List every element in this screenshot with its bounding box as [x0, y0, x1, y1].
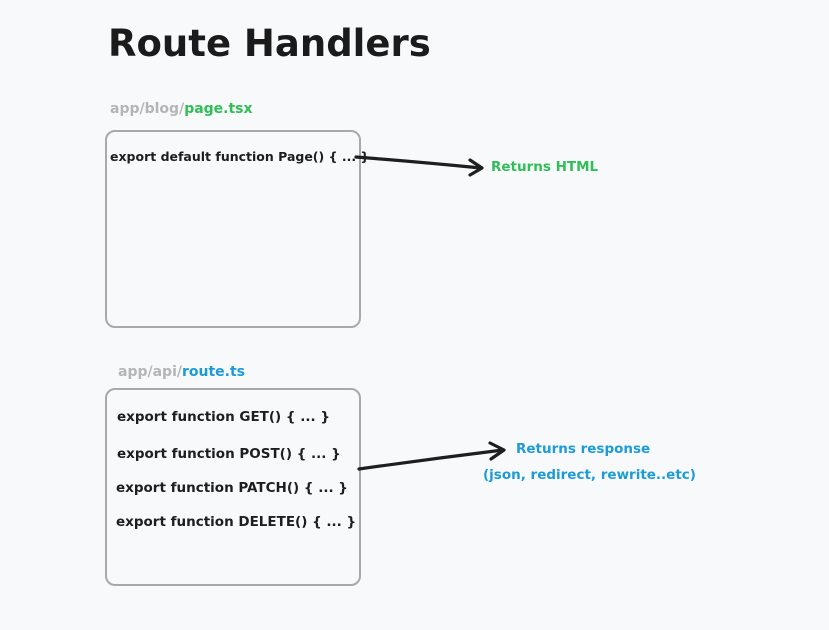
route-file-path: app/api/route.ts [118, 364, 245, 380]
route-code-line-patch: export function PATCH() { ... } [116, 480, 348, 496]
route-arrow-line [357, 448, 505, 471]
route-path-file: route.ts [181, 364, 246, 380]
diagram-title: Route Handlers [108, 22, 431, 65]
page-path-file: page.tsx [184, 101, 253, 117]
route-code-line-get: export function GET() { ... } [117, 409, 330, 425]
route-code-line-delete: export function DELETE() { ... } [116, 514, 357, 530]
route-arrow [357, 441, 506, 471]
page-code-line: export default function Page() { ... } [110, 149, 370, 164]
returns-response-sublabel: (json, redirect, rewrite..etc) [483, 467, 696, 483]
page-arrow [354, 155, 484, 177]
page-file-path: app/blog/page.tsx [110, 101, 253, 117]
page-arrow-line [354, 155, 483, 170]
page-arrow-head [468, 158, 484, 177]
route-file-box [105, 388, 361, 586]
returns-response-label: Returns response [516, 441, 651, 457]
route-code-line-post: export function POST() { ... } [117, 446, 341, 462]
returns-html-label: Returns HTML [491, 159, 599, 175]
page-file-box [105, 130, 361, 328]
page-path-dir: app/blog/ [110, 101, 185, 117]
route-path-dir: app/api/ [118, 364, 182, 380]
route-arrow-head [488, 441, 506, 461]
